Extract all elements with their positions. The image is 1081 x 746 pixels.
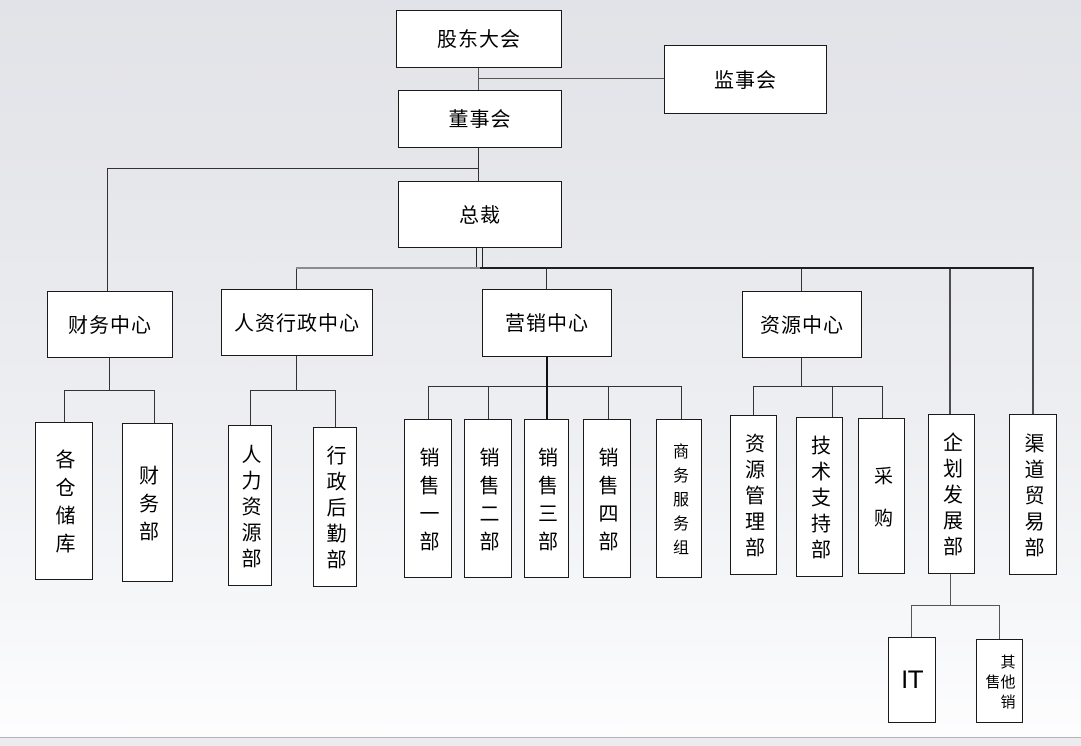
connector — [250, 390, 336, 391]
connector — [488, 386, 489, 419]
node-other-sales[interactable]: 其他销售 — [976, 639, 1023, 723]
connector — [911, 605, 1000, 606]
node-admin-logistics-dept[interactable]: 行政后勤部 — [313, 427, 357, 587]
connector — [478, 148, 479, 181]
connector — [107, 168, 108, 291]
connector — [546, 386, 548, 419]
node-shareholders-meeting[interactable]: 股东大会 — [396, 10, 562, 68]
connector — [296, 356, 297, 390]
connector — [681, 386, 682, 419]
connector — [949, 269, 951, 414]
node-human-resources-dept[interactable]: 人力资源部 — [228, 425, 272, 586]
connector — [1032, 269, 1034, 415]
connector — [154, 390, 155, 423]
connector — [107, 168, 479, 169]
connector — [428, 386, 682, 387]
connector — [478, 68, 479, 90]
connector — [296, 267, 480, 269]
connector — [64, 390, 65, 422]
node-supervisory-board[interactable]: 监事会 — [664, 45, 827, 114]
node-warehouses[interactable]: 各仓储库 — [35, 422, 93, 580]
connector — [250, 390, 251, 425]
node-sales-dept-3[interactable]: 销售三部 — [524, 419, 569, 578]
connector — [479, 78, 664, 79]
connector — [832, 386, 833, 417]
connector — [428, 386, 429, 419]
node-business-service-group[interactable]: 商务服务组 — [656, 419, 702, 578]
connector — [950, 574, 951, 605]
connector — [801, 269, 802, 291]
connector — [608, 386, 609, 419]
connector — [999, 605, 1000, 639]
connector — [296, 269, 297, 289]
connector — [480, 267, 1034, 269]
node-hr-admin-center[interactable]: 人资行政中心 — [221, 289, 373, 356]
connector — [476, 248, 483, 268]
node-sales-dept-2[interactable]: 销售二部 — [464, 419, 512, 578]
node-procurement[interactable]: 采购 — [858, 418, 905, 574]
node-president[interactable]: 总裁 — [398, 181, 562, 248]
connector — [753, 386, 882, 387]
connector — [546, 357, 548, 386]
connector — [546, 269, 547, 289]
node-finance-center[interactable]: 财务中心 — [47, 291, 173, 358]
connector — [882, 386, 883, 418]
node-it-dept[interactable]: IT — [888, 637, 936, 723]
connector — [753, 386, 754, 415]
connector — [335, 390, 336, 427]
node-sales-dept-1[interactable]: 销售一部 — [404, 419, 452, 578]
node-tech-support-dept[interactable]: 技术支持部 — [796, 417, 843, 577]
node-resource-center[interactable]: 资源中心 — [742, 291, 862, 358]
window-bottom-bar — [0, 737, 1081, 746]
connector — [911, 605, 912, 637]
node-finance-dept[interactable]: 财务部 — [122, 423, 173, 582]
node-board-of-directors[interactable]: 董事会 — [398, 90, 562, 148]
node-channel-trade-dept[interactable]: 渠道贸易部 — [1009, 414, 1057, 575]
node-resource-mgmt-dept[interactable]: 资源管理部 — [730, 415, 777, 575]
node-planning-dev-dept[interactable]: 企划发展部 — [928, 414, 975, 574]
connector — [64, 390, 155, 391]
connector — [109, 358, 110, 390]
node-marketing-center[interactable]: 营销中心 — [482, 289, 612, 357]
connector — [801, 358, 802, 386]
node-sales-dept-4[interactable]: 销售四部 — [583, 419, 631, 578]
